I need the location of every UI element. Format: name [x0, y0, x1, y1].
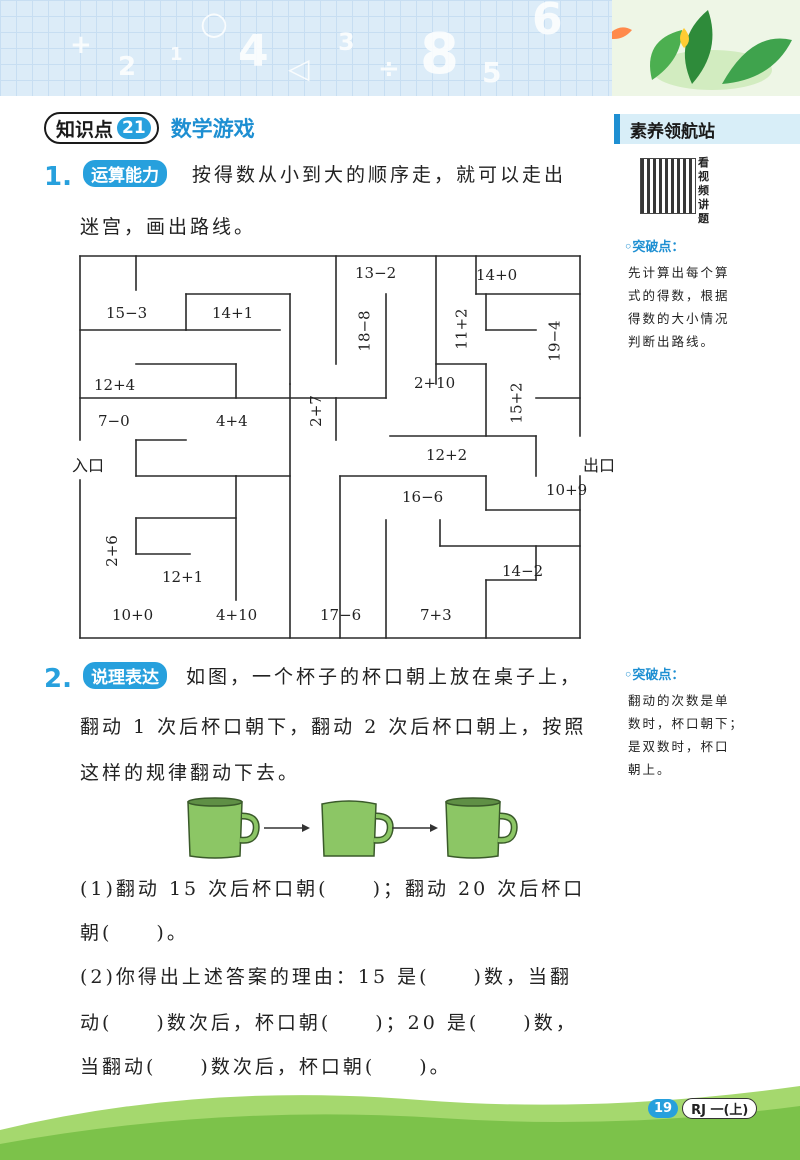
knowledge-point-label: 知识点	[56, 118, 114, 141]
maze-expression: 12+1	[162, 568, 204, 586]
decor-two-icon: 2	[118, 52, 137, 82]
decor-divide-icon: ÷	[378, 54, 400, 84]
tip-line: 朝上。	[628, 762, 672, 777]
maze-expression: 12+2	[426, 446, 468, 464]
question-2-sub-2-line-3: 当翻动( )数次后，杯口朝( )。	[80, 1056, 452, 1078]
maze-expression: 2+7	[306, 395, 325, 427]
maze-expression: 4+4	[216, 412, 248, 430]
question-2-sub-2-line-2: 动( )数次后，杯口朝( )；20 是( )数，	[80, 1012, 578, 1034]
maze-expression: 15−3	[106, 304, 148, 322]
cup-sequence	[187, 797, 518, 859]
tip-box-1: ◦突破点： 先计算出每个算 式的得数，根据 得数的大小情况 判断出路线。	[624, 236, 794, 353]
knowledge-point-badge: 知识点 21	[44, 112, 159, 144]
section-title: 知识点 21 数学游戏	[44, 112, 255, 144]
question-number: 2.	[44, 664, 72, 694]
question-tag: 说理表达	[83, 662, 168, 689]
maze-expression: 4+10	[216, 606, 258, 624]
tip-line: 先计算出每个算	[628, 265, 730, 280]
decor-triangle-icon: ◁	[288, 52, 310, 85]
tip-line: 判断出路线。	[628, 334, 716, 349]
cup-down-icon	[321, 800, 394, 857]
tip-body: 先计算出每个算 式的得数，根据 得数的大小情况 判断出路线。	[624, 261, 794, 353]
sidebar-title: 素养领航站	[630, 121, 715, 142]
tip-line: 翻动的次数是单	[628, 693, 730, 708]
tip-line: 是双数时，杯口	[628, 739, 730, 754]
leaf-decoration	[606, 0, 800, 96]
sidebar-accent-bar	[614, 114, 620, 144]
cup-up-icon	[187, 797, 260, 859]
section-heading: 数学游戏	[170, 117, 255, 141]
maze-expression: 13−2	[355, 264, 397, 282]
decor-circle-icon: ○	[200, 4, 228, 42]
maze-expression: 7−0	[98, 412, 130, 430]
tip-line: 数时，杯口朝下；	[628, 716, 745, 731]
maze-expression: 14−2	[502, 562, 544, 580]
qr-code-icon[interactable]	[640, 158, 696, 214]
maze-expression: 16−6	[402, 488, 444, 506]
tip-box-2: ◦突破点： 翻动的次数是单 数时，杯口朝下； 是双数时，杯口 朝上。	[624, 664, 794, 781]
maze-expression: 15+2	[507, 382, 526, 424]
question-2-header: 2. 说理表达	[44, 662, 168, 694]
maze-expression: 12+4	[94, 376, 136, 394]
decor-four-icon: 4	[238, 26, 269, 77]
tip-heading: ◦突破点：	[624, 240, 685, 255]
question-2-sub-1-line-2: 朝( )。	[80, 922, 189, 944]
maze-expression: 7+3	[420, 606, 452, 624]
cup-up-icon	[445, 797, 518, 859]
maze-expression: 19−4	[545, 320, 564, 362]
maze-expression: 17−6	[320, 606, 362, 624]
question-1-header: 1. 运算能力	[44, 160, 168, 192]
footer-grass	[0, 1086, 800, 1160]
maze-expression: 11+2	[452, 308, 471, 350]
question-2-sub-1-line-1: (1)翻动 15 次后杯口朝( )；翻动 20 次后杯口	[80, 878, 586, 900]
decor-five-icon: 5	[482, 56, 502, 89]
page-indicator: 19 RJ 一(上)	[648, 1096, 758, 1120]
tip-heading: ◦突破点：	[624, 668, 685, 683]
decor-eight-icon: 8	[420, 22, 459, 87]
maze-expression: 18−8	[355, 310, 374, 352]
knowledge-point-number: 21	[117, 117, 151, 139]
tip-line: 式的得数，根据	[628, 288, 730, 303]
maze-entrance-label: 入口	[72, 456, 105, 475]
question-2-line-1: 如图，一个杯子的杯口朝上放在桌子上，	[186, 666, 583, 688]
maze-expression: 10+9	[546, 481, 588, 499]
decor-one-icon: 1	[170, 44, 183, 65]
maze-expression: 14+1	[212, 304, 254, 322]
maze-expression: 10+0	[112, 606, 154, 624]
decor-plus-icon: +	[70, 30, 92, 60]
tip-body: 翻动的次数是单 数时，杯口朝下； 是双数时，杯口 朝上。	[624, 689, 794, 781]
question-number: 1.	[44, 162, 72, 192]
question-1-line-1: 按得数从小到大的顺序走，就可以走出	[192, 164, 567, 186]
maze-exit-label: 出口	[583, 456, 616, 475]
question-1-line-2: 迷宫，画出路线。	[80, 216, 257, 238]
maze-expression: 14+0	[476, 266, 518, 284]
page-number: 19	[648, 1098, 679, 1118]
tip-line: 得数的大小情况	[628, 311, 730, 326]
question-2-line-3: 这样的规律翻动下去。	[80, 762, 301, 784]
arrow-head-icon	[430, 824, 438, 832]
decor-three-icon: 3	[338, 28, 355, 56]
question-2-line-2: 翻动 1 次后杯口朝下，翻动 2 次后杯口朝上，按照	[80, 716, 587, 738]
sidebar-header: 素养领航站	[614, 114, 800, 144]
qr-caption: 看视频讲题	[698, 156, 709, 225]
maze-expression: 2+10	[414, 374, 456, 392]
question-tag: 运算能力	[83, 160, 168, 187]
maze-expression: 2+6	[102, 535, 121, 567]
decor-six-icon: 6	[532, 0, 563, 45]
leaf-icon	[606, 10, 792, 90]
volume-label: RJ 一(上)	[682, 1097, 758, 1119]
question-2-sub-2-line-1: (2)你得出上述答案的理由：15 是( )数，当翻	[80, 966, 572, 988]
arrow-head-icon	[302, 824, 310, 832]
